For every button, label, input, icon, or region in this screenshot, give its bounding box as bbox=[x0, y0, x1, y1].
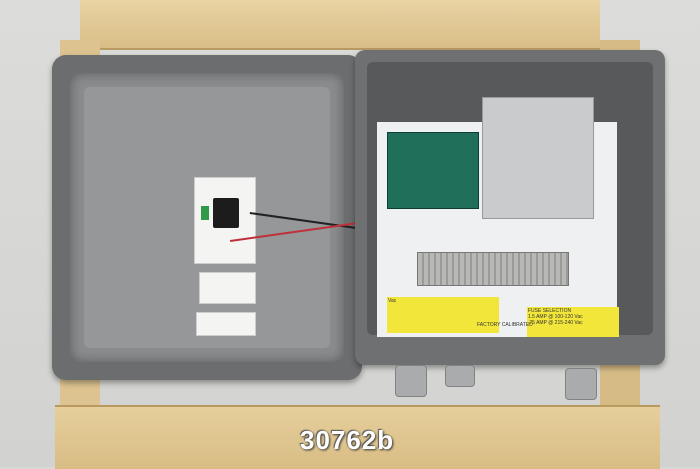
circuit-board bbox=[387, 132, 479, 209]
conduit-fitting-left bbox=[395, 365, 427, 397]
relay-socket bbox=[213, 198, 239, 228]
fuse-line-2: .75 AMP @ 215-240 Vac bbox=[528, 320, 583, 326]
voltage-table-label: Vac bbox=[387, 297, 499, 333]
enclosure-lid bbox=[52, 55, 362, 380]
terminal-block bbox=[417, 252, 569, 286]
fuse-line-1: 1.5 AMP @ 100-120 Vac bbox=[528, 314, 583, 320]
factory-calibrated-text: FACTORY CALIBRATED bbox=[477, 322, 533, 328]
table-header-text: Vac bbox=[388, 298, 397, 304]
power-supply bbox=[482, 97, 594, 219]
backplate: Vac FUSE SELECTION 1.5 AMP @ 100-120 Vac… bbox=[377, 97, 619, 337]
fuse-label: FUSE SELECTION 1.5 AMP @ 100-120 Vac .75… bbox=[527, 307, 619, 337]
pallet-top-board bbox=[80, 0, 600, 50]
enclosure-box: Vac FUSE SELECTION 1.5 AMP @ 100-120 Vac… bbox=[355, 50, 665, 400]
conduit-fitting-right bbox=[565, 368, 597, 400]
pallet-bottom-board bbox=[55, 405, 660, 469]
ul-label bbox=[199, 272, 256, 304]
image-caption: 30762b bbox=[300, 425, 395, 455]
inspection-label bbox=[196, 312, 256, 336]
terminal-green bbox=[201, 206, 209, 220]
lid-inner bbox=[70, 73, 344, 362]
box-inner: Vac FUSE SELECTION 1.5 AMP @ 100-120 Vac… bbox=[367, 62, 653, 337]
fuse-title: FUSE SELECTION bbox=[528, 308, 572, 314]
relay-label-card bbox=[194, 177, 256, 264]
conduit-fitting-center bbox=[445, 365, 475, 387]
